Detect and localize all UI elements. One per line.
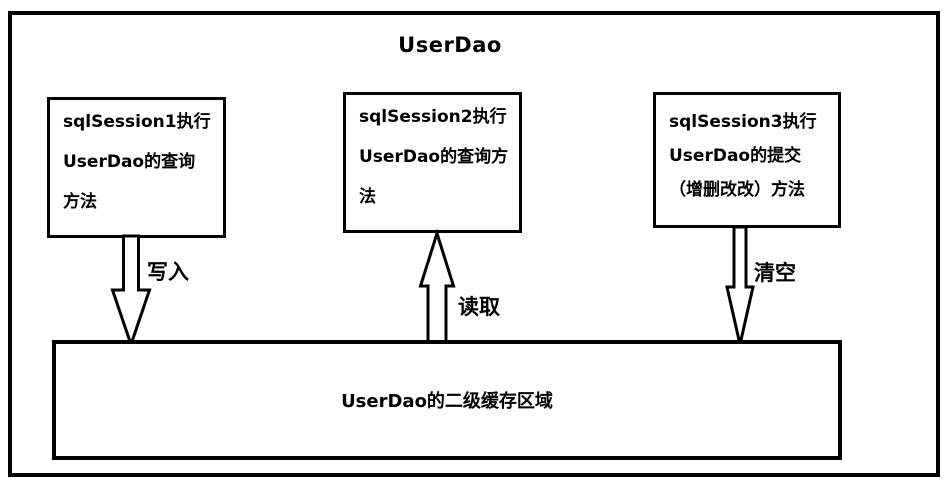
session2-box: sqlSession2执行 UserDao的查询方 法	[343, 92, 522, 233]
second-level-cache-box: UserDao的二级缓存区域	[52, 340, 842, 460]
session1-line-2: UserDao的查询	[63, 152, 196, 172]
session3-line-1: sqlSession3执行	[669, 112, 817, 132]
write-arrow-label: 写入	[147, 260, 189, 284]
session2-line-3: 法	[359, 187, 376, 207]
cache-box-label: UserDao的二级缓存区域	[341, 391, 553, 412]
read-arrow-label: 读取	[458, 295, 500, 319]
clear-arrow-label: 清空	[754, 261, 796, 285]
diagram-title: UserDao	[398, 33, 502, 57]
session1-box: sqlSession1执行 UserDao的查询 方法	[47, 97, 226, 238]
session2-line-2: UserDao的查询方	[359, 147, 509, 167]
session2-line-1: sqlSession2执行	[359, 107, 507, 127]
session3-line-2: UserDao的提交	[669, 146, 802, 166]
session1-line-1: sqlSession1执行	[63, 112, 211, 132]
session3-box: sqlSession3执行 UserDao的提交 （增删改改）方法	[653, 92, 841, 228]
session3-line-3: （增删改改）方法	[669, 180, 805, 200]
read-arrow-up-icon	[418, 228, 456, 344]
write-arrow-down-icon	[110, 234, 152, 350]
session1-line-3: 方法	[63, 192, 97, 212]
clear-arrow-down-icon	[725, 225, 755, 345]
